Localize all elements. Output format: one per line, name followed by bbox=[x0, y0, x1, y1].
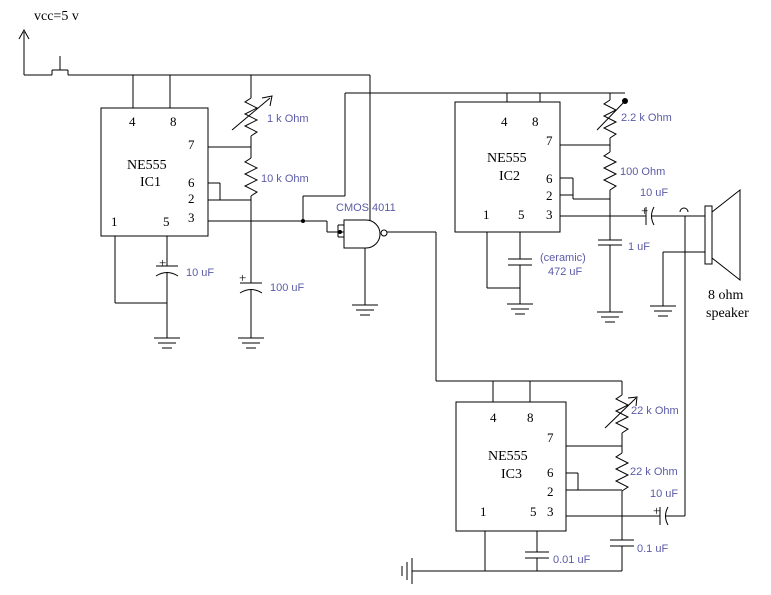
ic1-pot-label: 1 k Ohm bbox=[267, 113, 309, 125]
ic3-cap-out-label: 10 uF bbox=[650, 488, 678, 500]
ic3-pin-5: 5 bbox=[530, 504, 537, 519]
ic2-chip bbox=[454, 101, 561, 233]
ic1-name: NE555 bbox=[127, 158, 167, 173]
ic1-timing-cap-label: 100 uF bbox=[270, 282, 305, 294]
ic2-cap-pin5-label: 472 uF bbox=[548, 266, 583, 278]
ic3-pin-3: 3 bbox=[547, 504, 554, 519]
ic2-pin-6: 6 bbox=[546, 171, 553, 186]
ic1-pin-2: 2 bbox=[188, 191, 195, 206]
ic2-pin-1: 1 bbox=[483, 207, 490, 222]
ic1-chip bbox=[100, 107, 209, 237]
ic1-pin-8: 8 bbox=[170, 114, 177, 129]
ic2-pin-8: 8 bbox=[532, 114, 539, 129]
ic1-pin-5: 5 bbox=[163, 214, 170, 229]
ic3-res-label: 22 k Ohm bbox=[630, 466, 678, 478]
ic2-res-label: 100 Ohm bbox=[620, 166, 665, 178]
ic2-ref: IC2 bbox=[499, 169, 520, 184]
ic2-pin-4: 4 bbox=[501, 114, 508, 129]
ic3-pin-6: 6 bbox=[547, 465, 554, 480]
ic1-res-label: 10 k Ohm bbox=[261, 173, 309, 185]
ic1-wiring bbox=[114, 75, 303, 349]
ic3-pin-8: 8 bbox=[527, 410, 534, 425]
vcc-source bbox=[18, 28, 370, 76]
ic1-pin-3: 3 bbox=[188, 210, 195, 225]
ic1-pin-1: 1 bbox=[111, 214, 118, 229]
ic3-ref: IC3 bbox=[501, 467, 522, 482]
ic3-pot-label: 22 k Ohm bbox=[631, 405, 679, 417]
ic2-pot-label: 2.2 k Ohm bbox=[621, 112, 672, 124]
ic1-cap-pin5-label: 10 uF bbox=[186, 267, 214, 279]
ic1-pin-7: 7 bbox=[188, 137, 195, 152]
ic3-name: NE555 bbox=[488, 449, 528, 464]
ic3-pin-1: 1 bbox=[480, 504, 487, 519]
ic1-cap-plus: + bbox=[159, 255, 166, 270]
ic2-pin-7: 7 bbox=[546, 133, 553, 148]
ic2-timing-cap-label: 1 uF bbox=[628, 241, 650, 253]
ic3-pin-2: 2 bbox=[547, 484, 554, 499]
ic2-pin-2: 2 bbox=[546, 188, 553, 203]
speaker-label-line2: speaker bbox=[706, 306, 749, 321]
ic3-chip bbox=[455, 401, 567, 532]
ic2-cap-out-plus: + bbox=[641, 203, 648, 218]
speaker-label-line1: 8 ohm bbox=[708, 288, 744, 303]
ic3-pin-7: 7 bbox=[547, 430, 554, 445]
ic1-pin-4: 4 bbox=[129, 114, 136, 129]
gate-label: CMOS 4011 bbox=[336, 202, 396, 214]
ic1-ref: IC1 bbox=[140, 175, 161, 190]
ic1-pin-6: 6 bbox=[188, 175, 195, 190]
ic3-wiring bbox=[401, 381, 685, 584]
ic3-timing-cap-label: 0.1 uF bbox=[637, 543, 668, 555]
ic2-pin-3: 3 bbox=[546, 207, 553, 222]
ic1-timing-cap-plus: + bbox=[239, 270, 246, 285]
ic3-cap-pin5-label: 0.01 uF bbox=[553, 554, 591, 566]
speaker-icon bbox=[650, 188, 741, 516]
ic2-name: NE555 bbox=[487, 151, 527, 166]
ic2-cap-out-label: 10 uF bbox=[640, 187, 668, 199]
ic3-cap-out-plus: + bbox=[653, 503, 660, 518]
nand-gate bbox=[301, 75, 625, 382]
vcc-label: vcc=5 v bbox=[34, 9, 79, 24]
ic2-pin-5: 5 bbox=[518, 207, 525, 222]
ic2-cap-pin5-type: (ceramic) bbox=[540, 252, 586, 264]
ic3-pin-4: 4 bbox=[490, 410, 497, 425]
ic2-wiring bbox=[486, 93, 705, 323]
